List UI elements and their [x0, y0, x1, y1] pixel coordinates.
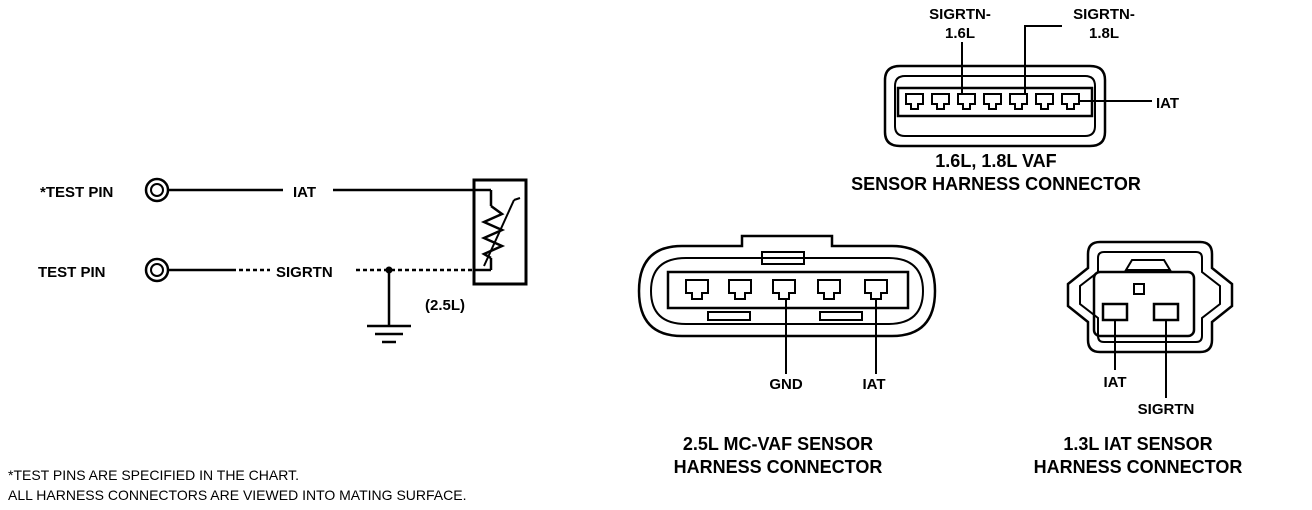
test-pin-1-terminal-icon	[144, 177, 170, 203]
iat-wire-label: IAT	[293, 184, 316, 201]
footnote-viewing-direction: ALL HARNESS CONNECTORS ARE VIEWED INTO M…	[8, 487, 466, 503]
vaf-pin-3	[957, 93, 976, 110]
iat-sensor-schematic: *TEST PIN IAT TEST PIN SIGRTN	[38, 177, 528, 344]
mcvaf-pin-4	[817, 279, 841, 300]
iat-connector-title-line2: HARNESS CONNECTOR	[1034, 457, 1243, 477]
thermistor-icon	[472, 178, 528, 286]
vaf-sigrtn-18-leader	[1024, 25, 1062, 94]
vaf-sigrtn-16-label-line1: SIGRTN-	[929, 6, 991, 23]
vaf-connector-outer-shell	[883, 64, 1107, 148]
iat-pin-1	[1101, 302, 1129, 322]
mcvaf-pins	[685, 279, 888, 300]
mcvaf-connector-title-line1: 2.5L MC-VAF SENSOR	[683, 434, 873, 454]
mcvaf-iat-label: IAT	[862, 376, 885, 393]
footnotes: *TEST PINS ARE SPECIFIED IN THE CHART. A…	[8, 467, 466, 503]
mcvaf-connector-title-line2: HARNESS CONNECTOR	[674, 457, 883, 477]
test-pin-1-label: *TEST PIN	[40, 184, 113, 201]
mcvaf-pin-1	[685, 279, 709, 300]
mcvaf-connector-inner-shell	[649, 257, 925, 325]
mcvaf-harness-connector: GND IAT 2.5L MC-VAF SENSOR HARNESS CONNE…	[637, 234, 937, 477]
mcvaf-pin-3	[772, 279, 796, 300]
footnote-test-pins: *TEST PINS ARE SPECIFIED IN THE CHART.	[8, 467, 299, 483]
vaf-pins	[905, 93, 1080, 110]
mcvaf-pin-cavity	[666, 270, 910, 310]
iat-latch-window	[1133, 283, 1145, 295]
ground-icon	[367, 324, 411, 344]
test-pin-2-label: TEST PIN	[38, 264, 106, 281]
vaf-pin-2	[931, 93, 950, 110]
iat-iat-label: IAT	[1103, 374, 1126, 391]
mcvaf-gnd-label: GND	[769, 376, 803, 393]
mcvaf-lock-tab-right	[819, 311, 863, 321]
mcvaf-lock-tab-left	[707, 311, 751, 321]
vaf-pin-4	[983, 93, 1002, 110]
vaf-sigrtn-18-label-line2: 1.8L	[1089, 25, 1119, 42]
test-pin-2-terminal-icon	[144, 257, 170, 283]
mcvaf-key-slot	[761, 251, 805, 265]
mcvaf-pin-5	[864, 279, 888, 300]
iat-harness-connector: IAT SIGRTN 1.3L IAT SENSOR HARNESS CONNE…	[1034, 240, 1243, 477]
vaf-connector-title-line2: SENSOR HARNESS CONNECTOR	[851, 174, 1141, 194]
iat-connector-title-line1: 1.3L IAT SENSOR	[1063, 434, 1212, 454]
vaf-sigrtn-16-label-line2: 1.6L	[945, 25, 975, 42]
iat-sigrtn-label: SIGRTN	[1138, 401, 1195, 418]
vaf-sigrtn-18-label-line1: SIGRTN-	[1073, 6, 1135, 23]
iat-pin-2	[1152, 302, 1180, 322]
sigrtn-wire-label: SIGRTN	[276, 264, 333, 281]
vaf-pin-5	[1009, 93, 1028, 110]
mcvaf-pin-2	[728, 279, 752, 300]
engine-size-note: (2.5L)	[425, 297, 465, 314]
vaf-pin-1	[905, 93, 924, 110]
vaf-iat-label: IAT	[1156, 95, 1179, 112]
iat-connector-inner-shell	[1079, 251, 1221, 343]
vaf-pin-7	[1061, 93, 1080, 110]
iat-key-tab	[1124, 259, 1172, 271]
vaf-connector-inner-shell	[894, 75, 1096, 137]
vaf-pin-6	[1035, 93, 1054, 110]
vaf-connector-title-line1: 1.6L, 1.8L VAF	[935, 151, 1056, 171]
mcvaf-connector-outer-shell	[637, 234, 937, 338]
iat-pin-cavity	[1092, 270, 1196, 338]
iat-connector-outer-shell	[1066, 240, 1234, 354]
vaf-harness-connector: SIGRTN- 1.6L SIGRTN- 1.8L IAT 1.6L, 1.8L…	[851, 6, 1179, 194]
